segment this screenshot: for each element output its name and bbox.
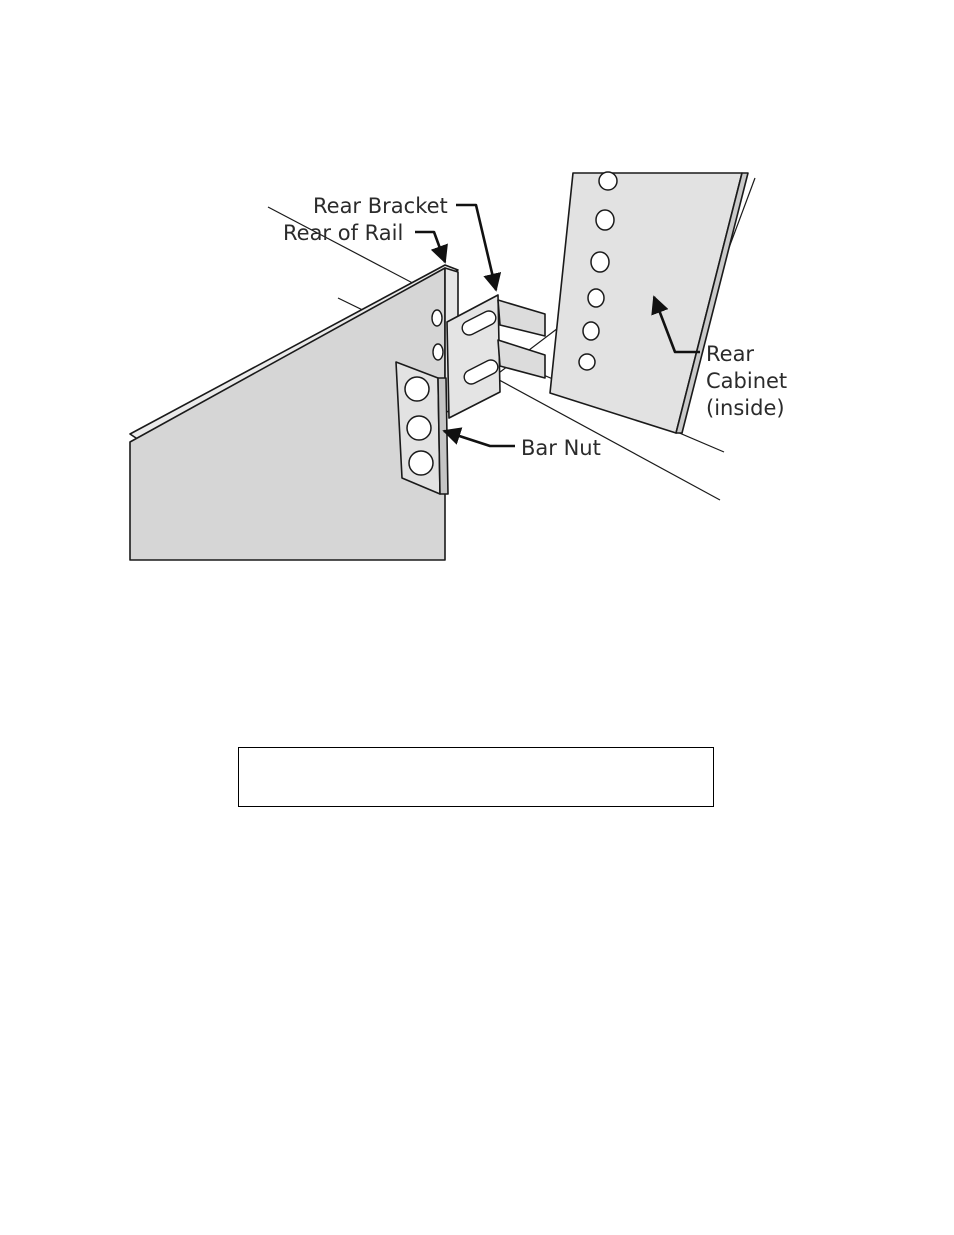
cabinet-hole bbox=[583, 322, 599, 340]
cabinet-hole bbox=[599, 172, 617, 190]
bar-nut-label: Bar Nut bbox=[521, 436, 601, 460]
rear-bracket-leader bbox=[456, 205, 496, 290]
rear-bracket-tab-lower bbox=[498, 340, 545, 378]
bar-nut-hole bbox=[407, 416, 431, 440]
rear-cabinet-label-line2: Cabinet bbox=[706, 369, 787, 393]
rear-of-rail-label: Rear of Rail bbox=[283, 221, 403, 245]
rail-mounting-diagram: Rear Bracket Rear of Rail Bar Nut Rear C… bbox=[0, 0, 954, 620]
rear-cabinet-label-line3: (inside) bbox=[706, 396, 785, 420]
rail-hole bbox=[432, 310, 442, 326]
rail-hole bbox=[433, 344, 443, 360]
rear-cabinet-label-line1: Rear bbox=[706, 342, 754, 366]
rear-bracket-label: Rear Bracket bbox=[313, 194, 448, 218]
bar-nut bbox=[396, 362, 448, 494]
bar-nut-hole bbox=[409, 451, 433, 475]
cabinet-hole bbox=[591, 252, 609, 272]
rear-bracket bbox=[447, 295, 545, 418]
cabinet-hole bbox=[596, 210, 614, 230]
bar-nut-leader bbox=[444, 431, 515, 446]
cabinet-hole bbox=[588, 289, 604, 307]
rear-cabinet-post bbox=[550, 172, 748, 433]
rear-bracket-tab-upper bbox=[498, 300, 545, 336]
cabinet-hole bbox=[579, 354, 595, 370]
bar-nut-hole bbox=[405, 377, 429, 401]
bar-nut-side bbox=[438, 378, 448, 494]
rear-of-rail-leader bbox=[415, 232, 445, 262]
caption-box bbox=[238, 747, 714, 807]
